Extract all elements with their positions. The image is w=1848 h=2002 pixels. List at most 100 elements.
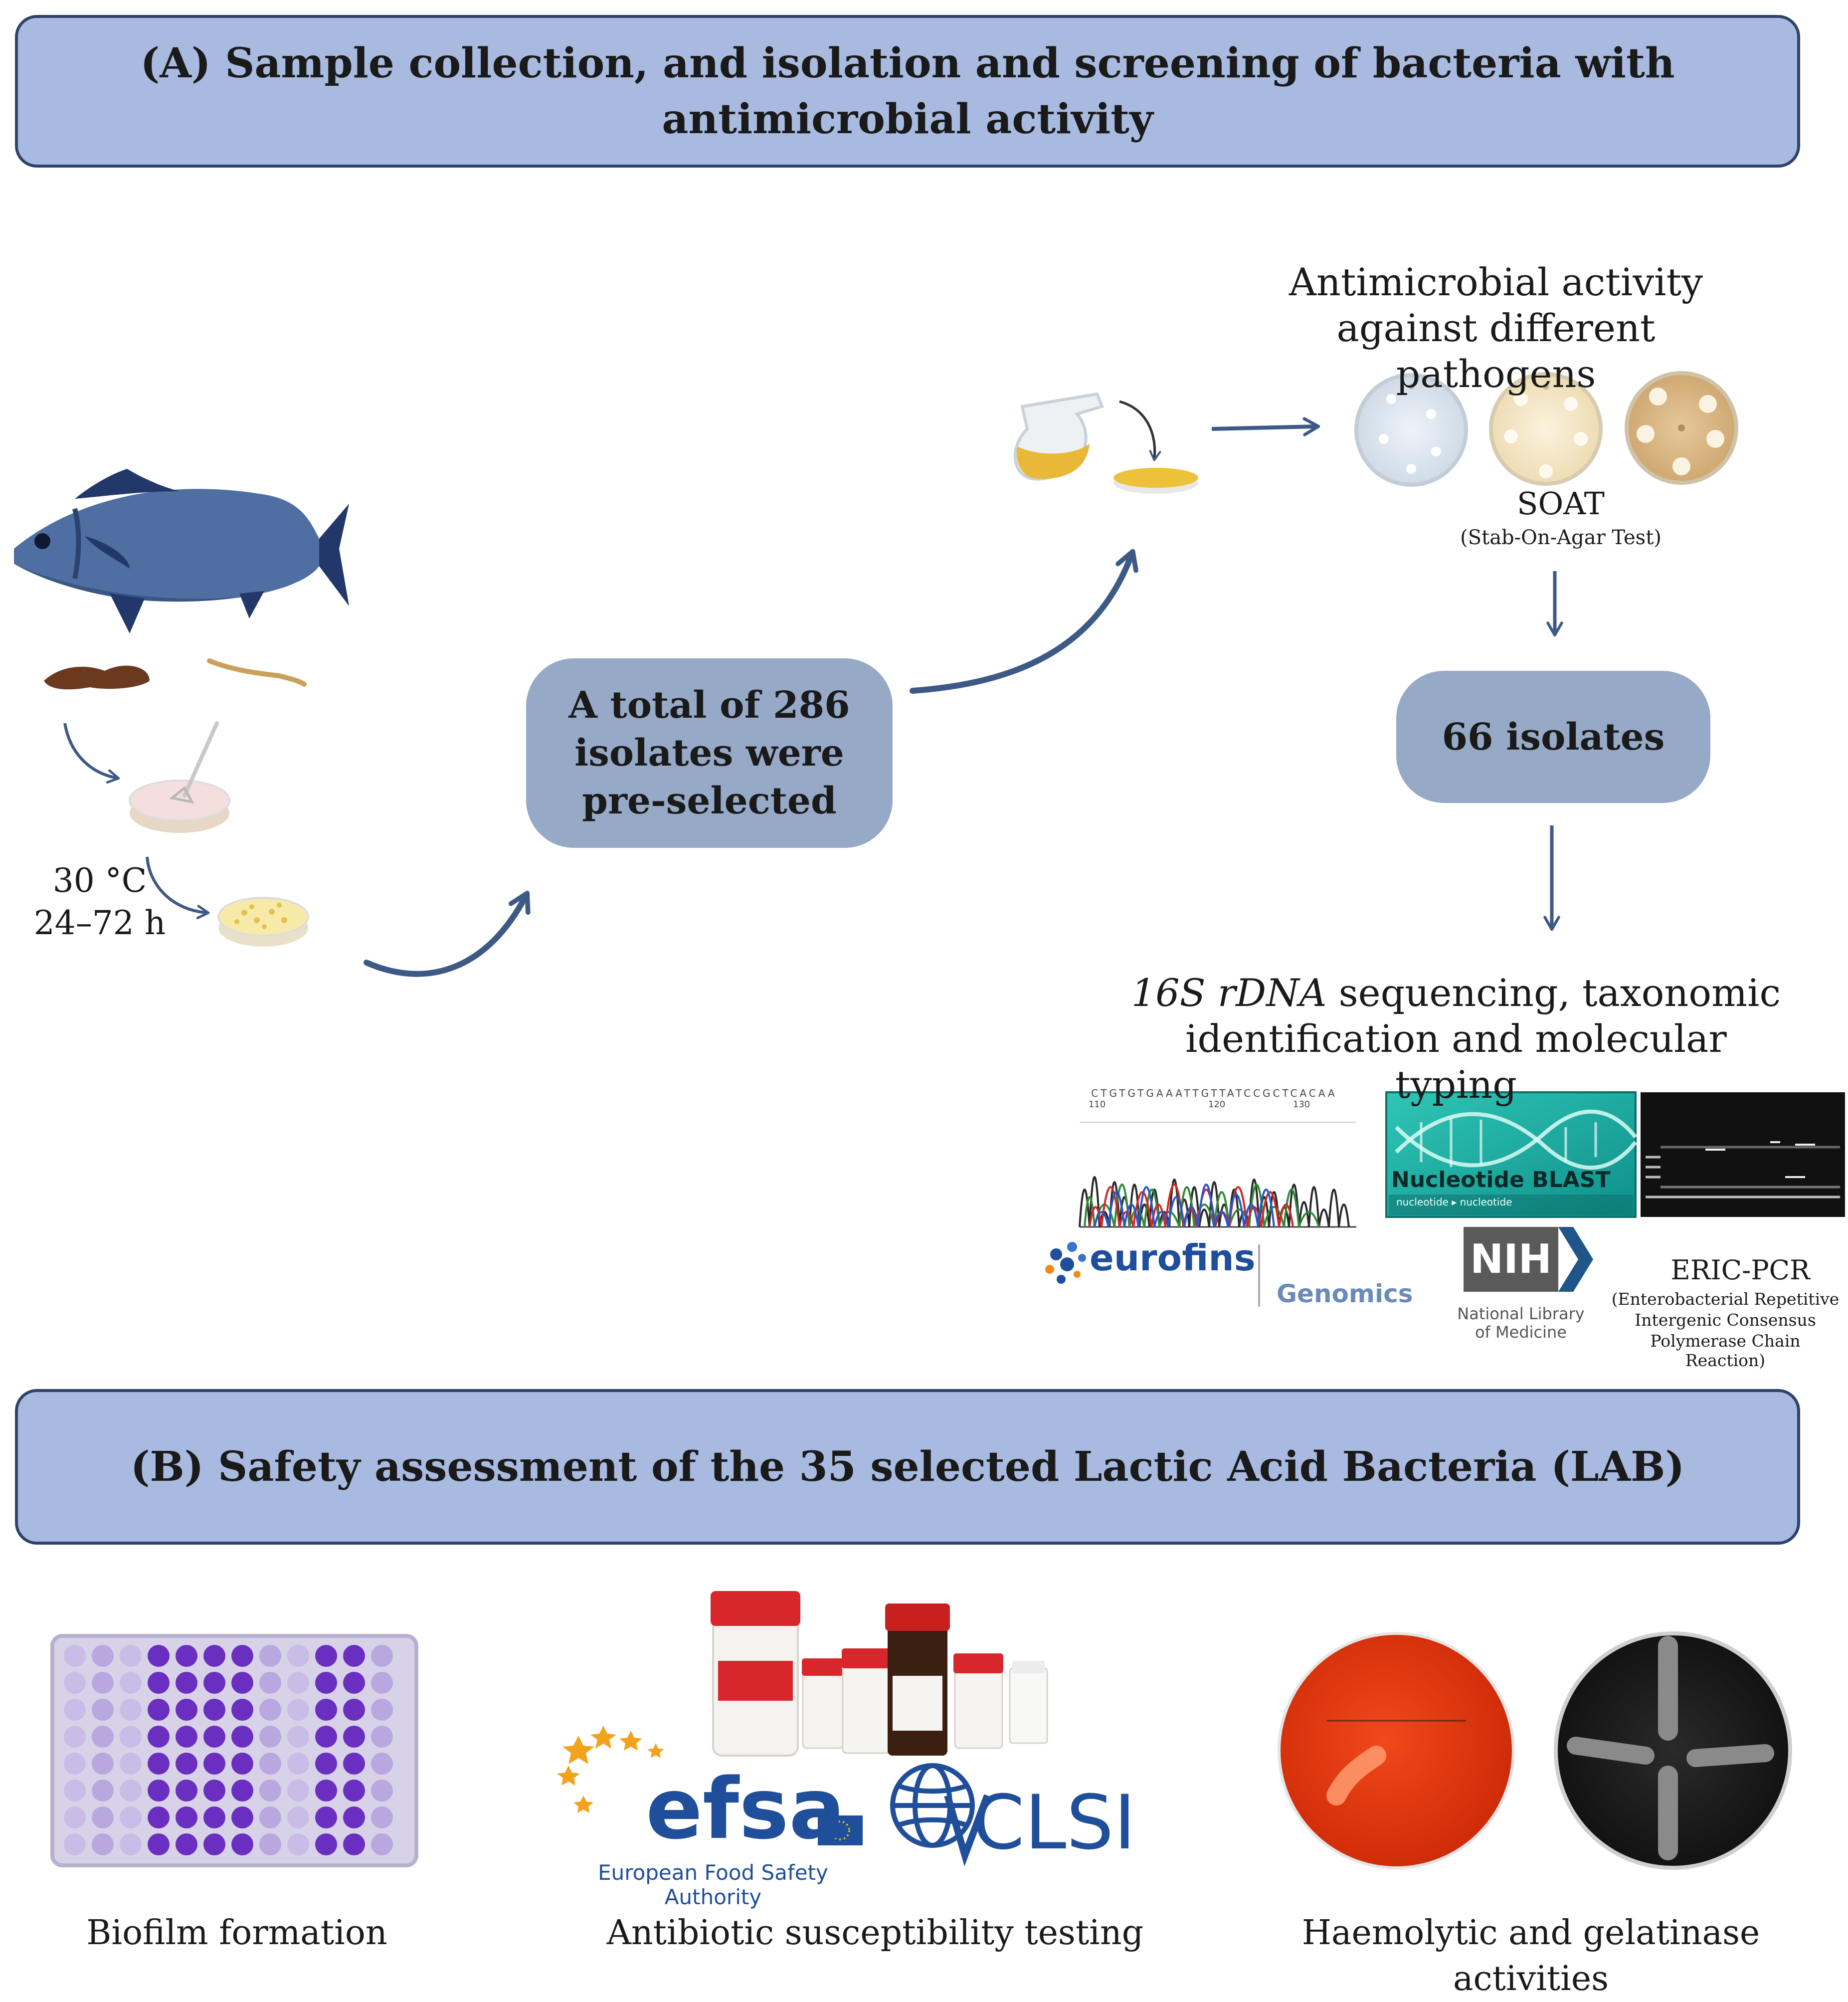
- eurofins-name: eurofins: [1090, 1237, 1256, 1279]
- blast-panel: [1385, 1091, 1638, 1218]
- plate-well: [203, 1645, 225, 1667]
- plate-well: [203, 1753, 225, 1775]
- plate-well: [315, 1672, 337, 1694]
- sequencing-label-italic: 16S rDNA: [1131, 971, 1327, 1015]
- isolates-count-box: 66 isolates: [1396, 671, 1710, 803]
- chromatogram-tick-2: 120: [1208, 1099, 1226, 1110]
- nih-line-2: of Medicine: [1475, 1323, 1567, 1342]
- plate-well: [148, 1833, 170, 1855]
- plate-well: [315, 1726, 337, 1748]
- nih-line-1: National Library: [1457, 1304, 1585, 1323]
- plate-well: [64, 1699, 86, 1721]
- plate-well: [92, 1780, 114, 1802]
- eric-pcr-full-3: Polymerase Chain Reaction): [1650, 1331, 1801, 1370]
- streak-plate-illustration: [129, 721, 230, 833]
- isolates-count-text: 66 isolates: [1442, 715, 1665, 759]
- plate-well: [64, 1726, 86, 1748]
- plate-well: [120, 1833, 142, 1855]
- plate-well: [203, 1699, 225, 1721]
- plate-well: [343, 1672, 365, 1694]
- arrow-sample-to-plate: [63, 723, 120, 784]
- biofilm-caption: Biofilm formation: [86, 1913, 387, 1953]
- plate-well: [371, 1726, 393, 1748]
- plate-well: [371, 1780, 393, 1802]
- efsa-name: efsa: [646, 1760, 846, 1858]
- plate-well: [148, 1726, 170, 1748]
- plate-well: [203, 1806, 225, 1828]
- plate-well: [92, 1753, 114, 1775]
- blast-subtitle: nucleotide ▸ nucleotide: [1396, 1196, 1512, 1208]
- colony-plate-illustration: [217, 897, 309, 947]
- plate-well: [120, 1780, 142, 1802]
- plate-well: [343, 1833, 365, 1855]
- nih-logo-mark: [1464, 1227, 1593, 1292]
- plate-well: [64, 1753, 86, 1775]
- sequencing-label-text: sequencing, taxonomic identification and…: [1185, 971, 1781, 1107]
- haemolysis-plate-photo: [1278, 1632, 1515, 1869]
- incubation-temperature: 30 °C: [52, 861, 147, 900]
- plate-well: [203, 1780, 225, 1802]
- plate-well: [176, 1753, 197, 1775]
- plate-well: [120, 1806, 142, 1828]
- plate-well: [203, 1833, 225, 1855]
- plate-well: [259, 1753, 281, 1775]
- plate-well: [287, 1645, 309, 1667]
- plate-well: [176, 1699, 197, 1721]
- plate-well: [64, 1672, 86, 1694]
- arrow-culture-to-soat: [1211, 417, 1320, 436]
- plate-well: [148, 1780, 170, 1802]
- arrow-plate-to-colonies: [146, 856, 210, 919]
- plate-well: [231, 1780, 253, 1802]
- plate-well: [315, 1645, 337, 1667]
- plate-well: [231, 1699, 253, 1721]
- section-b-banner: (B) Safety assessment of the 35 selected…: [15, 1389, 1800, 1545]
- flask-pouring-illustration: [1014, 392, 1198, 494]
- plate-well: [148, 1672, 170, 1694]
- plate-well: [343, 1780, 365, 1802]
- plate-well: [120, 1645, 142, 1667]
- eric-pcr-full-2: Intergenic Consensus: [1635, 1310, 1816, 1330]
- blast-title: Nucleotide BLAST: [1391, 1167, 1611, 1193]
- plate-well: [343, 1699, 365, 1721]
- plate-well: [92, 1806, 114, 1828]
- plate-well: [259, 1833, 281, 1855]
- plate-well: [92, 1699, 114, 1721]
- chromatogram-sequence: CTGTGTGAAATTGTTATCCGCTCACAA: [1091, 1087, 1337, 1099]
- arrow-to-culture: [910, 549, 1138, 694]
- plate-well: [315, 1753, 337, 1775]
- plate-well: [148, 1645, 170, 1667]
- section-a-title: (A) Sample collection, and isolation and…: [140, 39, 1675, 143]
- plate-well: [176, 1833, 197, 1855]
- plate-well: [315, 1699, 337, 1721]
- eurofins-logo-mark: [1045, 1242, 1086, 1284]
- section-b-title: (B) Safety assessment of the 35 selected…: [130, 1443, 1685, 1491]
- plate-well: [287, 1699, 309, 1721]
- plate-well: [176, 1726, 197, 1748]
- soat-label: SOAT: [1516, 485, 1605, 522]
- plate-well: [231, 1806, 253, 1828]
- plate-well: [120, 1672, 142, 1694]
- plate-well: [120, 1699, 142, 1721]
- nih-mark: NIH: [1470, 1236, 1552, 1282]
- gelatinase-plate-photo: [1554, 1631, 1792, 1870]
- plate-well: [92, 1726, 114, 1748]
- plate-well: [259, 1806, 281, 1828]
- eu-flag-icon: [818, 1815, 863, 1845]
- plate-well: [231, 1672, 253, 1694]
- preselected-isolates-text: A total of 286 isolates were pre-selecte…: [568, 684, 850, 822]
- plate-well: [176, 1806, 197, 1828]
- plate-well: [259, 1645, 281, 1667]
- plate-well: [92, 1833, 114, 1855]
- plate-well: [371, 1833, 393, 1855]
- plate-well: [315, 1833, 337, 1855]
- plate-well: [259, 1780, 281, 1802]
- biofilm-plate-photo: [50, 1634, 418, 1867]
- plate-well: [287, 1806, 309, 1828]
- arrow-to-preselected: [364, 890, 531, 977]
- plate-well: [259, 1699, 281, 1721]
- chromatogram-tick-1: 110: [1088, 1099, 1106, 1110]
- chromatogram-tick-3: 130: [1293, 1099, 1310, 1110]
- antibiotic-caption: Antibiotic susceptibility testing: [606, 1913, 1144, 1953]
- soat-plate-2: [1489, 372, 1603, 486]
